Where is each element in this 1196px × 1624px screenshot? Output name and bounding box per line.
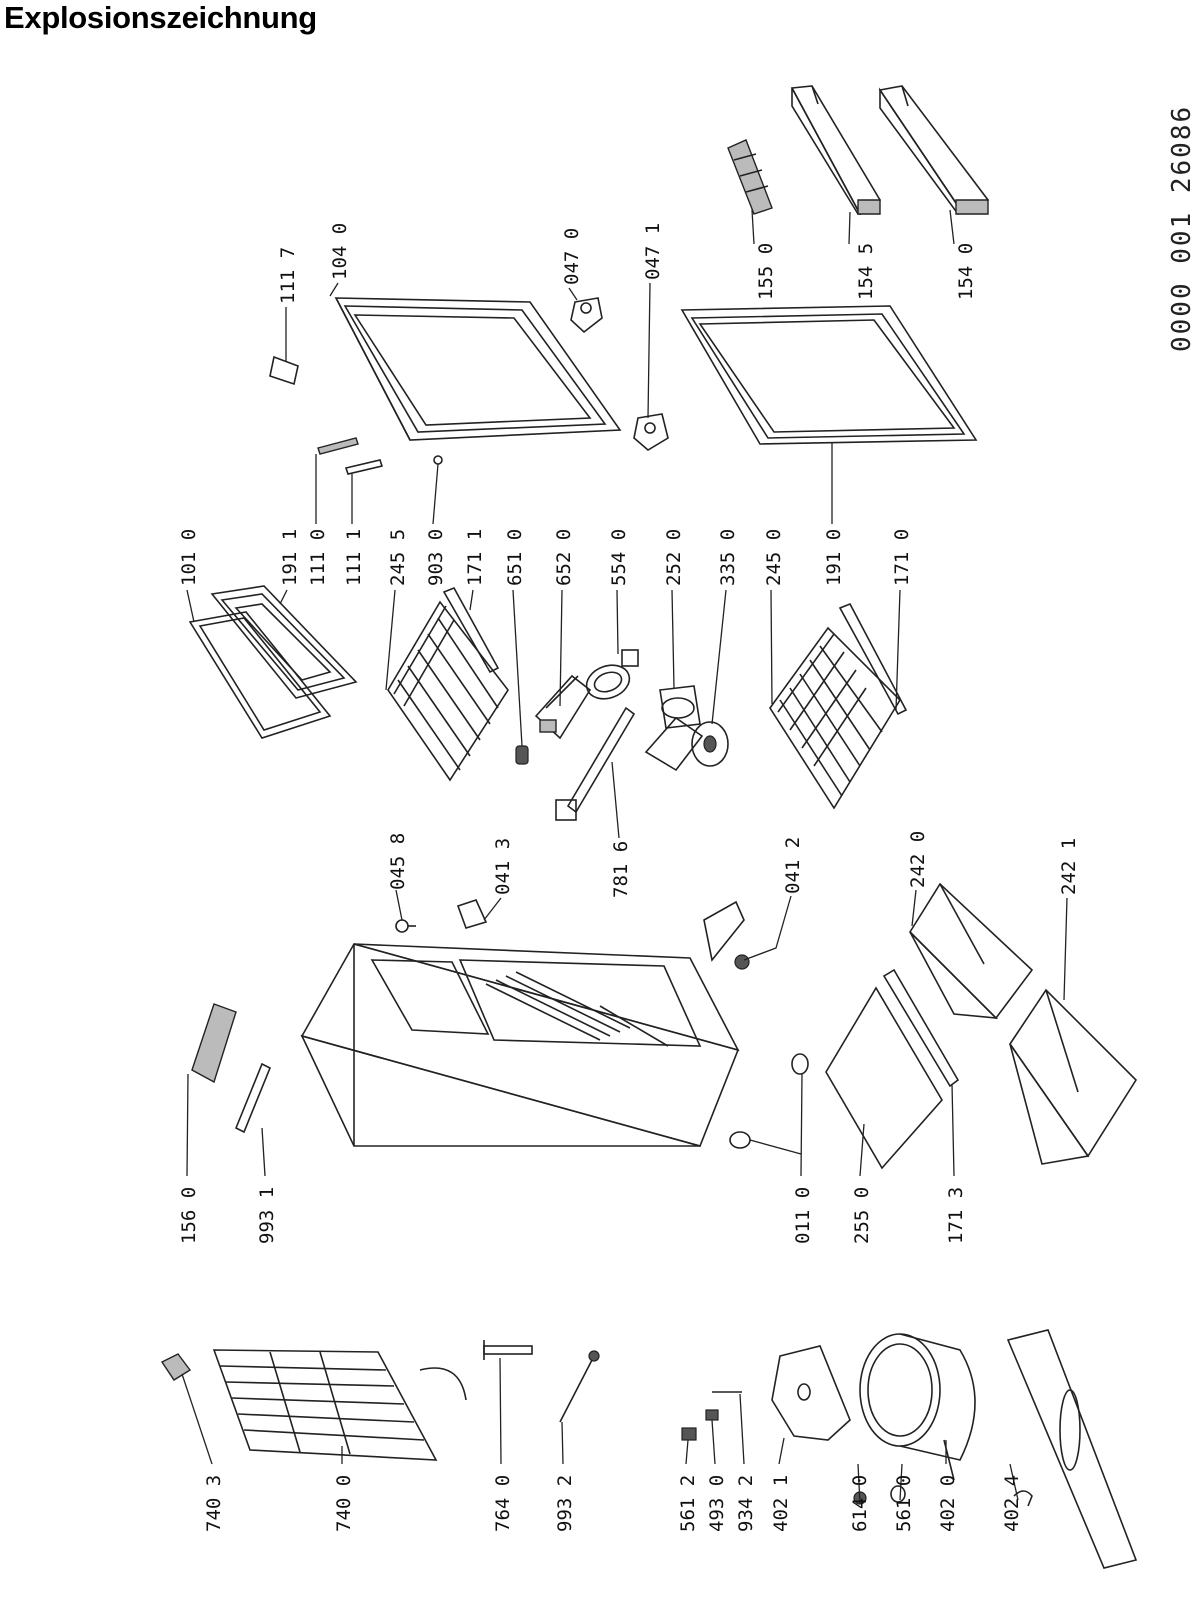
- part-493-0-drawing: [705, 1409, 719, 1421]
- label-154-0: 154 0: [955, 243, 977, 300]
- part-993-1-drawing: [234, 1062, 272, 1134]
- part-781-6-rod: [555, 706, 636, 821]
- label-156-0: 156 0: [178, 1187, 200, 1244]
- part-154-0-door-shelf: [878, 85, 990, 216]
- label-045-8: 045 8: [387, 833, 409, 890]
- label-171-0: 171 0: [891, 529, 913, 586]
- part-171-0-strip: [838, 602, 908, 716]
- label-561-2: 561 2: [677, 1475, 699, 1532]
- part-242-1-crisper: [1009, 988, 1138, 1165]
- part-255-0-glass-shelf: [825, 986, 943, 1170]
- compressor-base-plate: [1006, 1329, 1138, 1569]
- label-402-0: 402 0: [937, 1475, 959, 1532]
- part-154-5-door-shelf: [790, 85, 882, 216]
- part-554-0-lamp-holder: [585, 649, 639, 700]
- part-245-0-wire-shelf: [769, 626, 902, 810]
- label-101-0: 101 0: [178, 529, 200, 586]
- label-104-0: 104 0: [329, 223, 351, 280]
- label-047-1: 047 1: [642, 223, 664, 280]
- label-652-0: 652 0: [553, 529, 575, 586]
- part-156-0-ice-tray: [191, 1003, 237, 1084]
- label-740-0: 740 0: [333, 1475, 355, 1532]
- label-561-0: 561 0: [893, 1475, 915, 1532]
- label-903-0: 903 0: [425, 529, 447, 586]
- part-561-2-drawing: [681, 1427, 697, 1441]
- label-242-0: 242 0: [907, 831, 929, 888]
- label-614-0: 614 0: [849, 1475, 871, 1532]
- part-764-0-drawing: [483, 1340, 533, 1360]
- part-335-0-disc: [691, 721, 729, 767]
- label-191-0: 191 0: [823, 529, 845, 586]
- part-111-0-drawing: [317, 437, 359, 455]
- label-041-2: 041 2: [782, 837, 804, 894]
- label-402-4: 402 4: [1001, 1475, 1023, 1532]
- label-493-0: 493 0: [706, 1475, 728, 1532]
- part-155-0-grille: [727, 139, 773, 215]
- label-111-7: 111 7: [277, 247, 299, 304]
- part-047-0-hinge: [570, 297, 603, 334]
- part-labels: 111 7 104 0 047 0 047 1 155 0 154 5 154 …: [178, 223, 1080, 1532]
- label-252-0: 252 0: [663, 529, 685, 586]
- label-781-6: 781 6: [610, 841, 632, 898]
- part-402-1-cover: [771, 1345, 851, 1441]
- label-651-0: 651 0: [504, 529, 526, 586]
- part-101-0-freezer-door: [188, 585, 358, 739]
- part-740-0-condenser: [212, 1349, 467, 1461]
- leader-lines: [181, 209, 1068, 1505]
- part-041-2-bracket: [703, 900, 750, 970]
- label-335-0: 335 0: [717, 529, 739, 586]
- label-154-5: 154 5: [855, 243, 877, 300]
- label-047-0: 047 0: [561, 228, 583, 285]
- part-252-0-housing: [644, 685, 704, 772]
- part-652-0-thermostat: [534, 674, 592, 740]
- document-number: 0000 001 26086: [1167, 105, 1196, 352]
- label-554-0: 554 0: [608, 529, 630, 586]
- label-245-5: 245 5: [387, 529, 409, 586]
- label-191-1: 191 1: [279, 529, 301, 586]
- label-245-0: 245 0: [763, 529, 785, 586]
- label-155-0: 155 0: [755, 243, 777, 300]
- part-561-0-drawing: [890, 1485, 906, 1503]
- label-111-0: 111 0: [307, 529, 329, 586]
- part-171-1-strip: [442, 586, 500, 674]
- cabinet-body: [300, 943, 740, 1147]
- label-171-1: 171 1: [464, 529, 486, 586]
- part-045-8-drawing: [395, 919, 416, 933]
- part-111-1-drawing: [344, 459, 384, 475]
- part-111-7-drawing: [269, 355, 299, 386]
- label-993-2: 993 2: [554, 1475, 576, 1532]
- label-740-3: 740 3: [203, 1475, 225, 1532]
- part-740-3-drawing: [160, 1353, 192, 1381]
- label-011-0: 011 0: [792, 1187, 814, 1244]
- part-651-0-knob: [515, 745, 529, 765]
- label-111-1: 111 1: [343, 529, 365, 586]
- label-993-1: 993 1: [256, 1187, 278, 1244]
- label-171-3: 171 3: [945, 1187, 967, 1244]
- label-934-2: 934 2: [735, 1475, 757, 1532]
- part-104-0-door: [334, 297, 622, 441]
- part-047-1-hinge: [633, 413, 669, 451]
- label-255-0: 255 0: [851, 1187, 873, 1244]
- part-171-3-strip: [882, 968, 960, 1088]
- part-993-2-drawing: [559, 1350, 600, 1423]
- part-402-0-compressor: [859, 1333, 976, 1481]
- label-764-0: 764 0: [492, 1475, 514, 1532]
- part-011-0-foot: [729, 1053, 809, 1149]
- part-191-0-door: [680, 305, 978, 445]
- part-903-0-screw: [433, 455, 443, 465]
- page-title: Explosionszeichnung: [4, 0, 317, 35]
- label-402-1: 402 1: [770, 1475, 792, 1532]
- part-245-5-wire-shelf: [387, 600, 509, 782]
- label-242-1: 242 1: [1058, 838, 1080, 895]
- part-041-3-bracket: [456, 899, 488, 929]
- part-242-0-crisper: [908, 882, 1034, 1020]
- label-041-3: 041 3: [492, 838, 514, 895]
